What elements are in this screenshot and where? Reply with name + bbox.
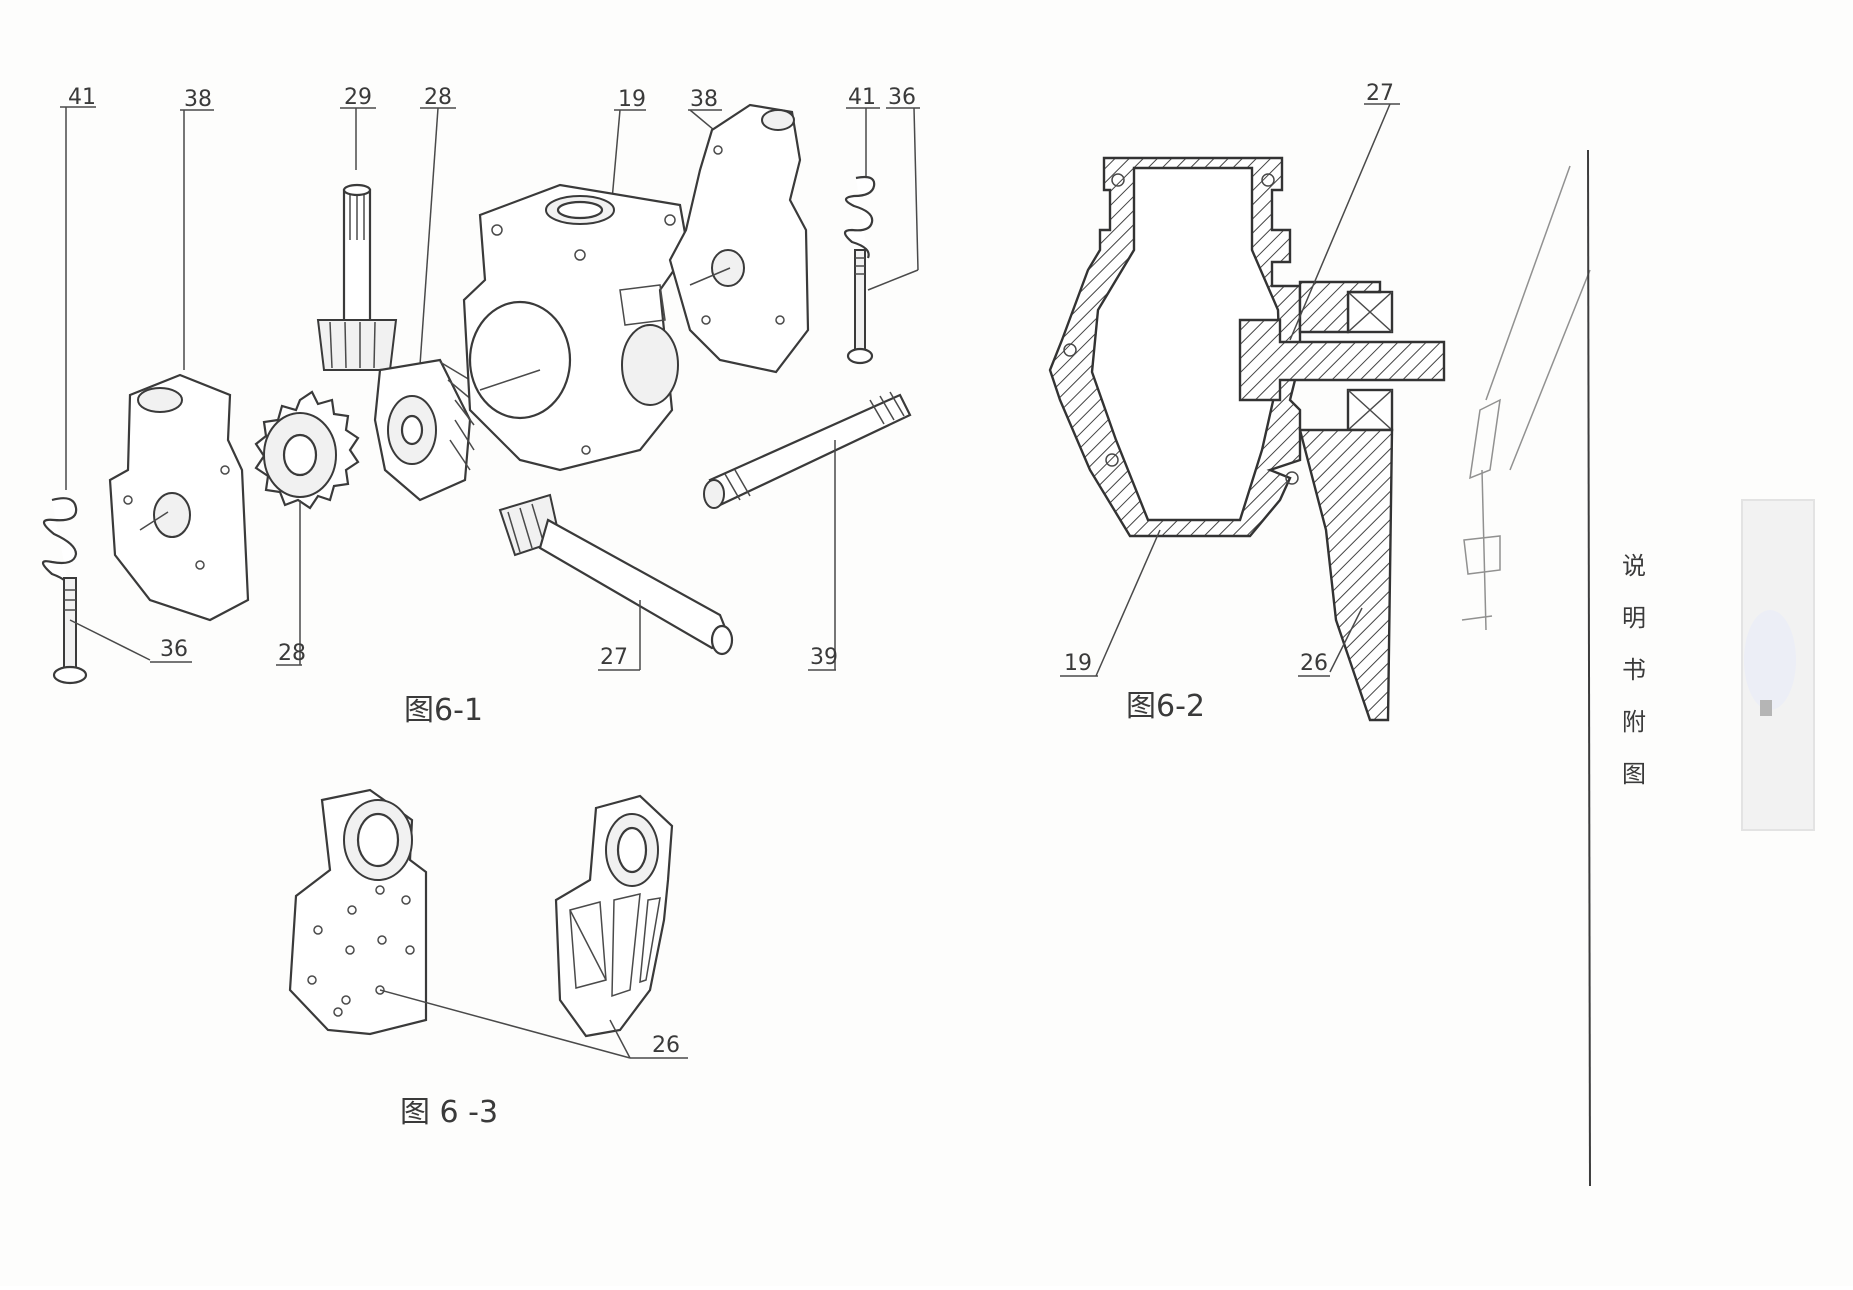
label-36-left: 36 <box>160 637 188 662</box>
label-41-left: 41 <box>68 85 96 110</box>
leader-26-fig2: 26 <box>1298 607 1363 677</box>
output-shaft-27 <box>498 493 734 656</box>
label-29: 29 <box>344 85 372 110</box>
leader-41-left: 41 <box>60 85 96 490</box>
leader-36-left: 36 <box>69 619 192 663</box>
label-41-right: 41 <box>848 85 876 110</box>
caption-fig-6-2: 图6-2 <box>1126 689 1205 724</box>
label-27-fig1: 27 <box>600 645 628 670</box>
bearing-cover-right <box>668 103 810 374</box>
leader-38-left: 38 <box>180 87 214 370</box>
pinion-shaft-29 <box>316 183 398 371</box>
figure-6-3: 26 图 6 -3 <box>288 788 688 1130</box>
caption-fig-6-3: 图 6 -3 <box>400 1095 498 1130</box>
blade-holder-frame <box>554 794 674 1038</box>
bearing-cover-left <box>108 373 250 622</box>
bevel-gear-28-upper <box>373 358 475 502</box>
side-title-char-3: 书 <box>1622 656 1646 684</box>
blade-holder-plate <box>288 788 428 1036</box>
shaft-section-27 <box>1238 280 1446 432</box>
label-38-right: 38 <box>690 87 718 112</box>
leader-27-fig2: 27 <box>1289 81 1400 341</box>
blade-section-26 <box>1298 428 1394 722</box>
label-38-left: 38 <box>184 87 212 112</box>
label-19-fig2: 19 <box>1064 651 1092 676</box>
housing-section-19 <box>1048 156 1302 538</box>
side-title-char-5: 图 <box>1622 760 1646 788</box>
figure-6-2: 27 19 26 图6-2 <box>1048 81 1446 724</box>
label-28-bottom: 28 <box>278 641 306 666</box>
margin-sketch <box>1461 165 1591 631</box>
gearbox-housing-19 <box>462 183 690 472</box>
leader-19-top: 19 <box>611 87 646 201</box>
label-39: 39 <box>810 645 838 670</box>
scan-binding-shadow <box>1741 499 1815 831</box>
leader-39: 39 <box>808 440 838 671</box>
label-28-top: 28 <box>424 85 452 110</box>
label-27-fig2: 27 <box>1366 81 1394 106</box>
leader-28-bottom: 28 <box>276 500 306 666</box>
leader-28-top: 28 <box>419 85 456 366</box>
label-26-fig3: 26 <box>652 1033 680 1058</box>
leader-41-right: 41 <box>846 85 880 180</box>
side-title-char-2: 明 <box>1622 604 1646 632</box>
figure-6-1: 41 36 38 <box>41 85 920 728</box>
leader-36-right: 36 <box>867 85 920 291</box>
binding-margin-line <box>1587 149 1591 1187</box>
caption-fig-6-1: 图6-1 <box>404 693 483 728</box>
side-title-char-1: 说 <box>1622 552 1646 580</box>
leader-27-fig1: 27 <box>598 600 641 671</box>
bolt-and-spring-right <box>843 175 876 365</box>
label-19-top: 19 <box>618 87 646 112</box>
side-title-char-4: 附 <box>1622 708 1646 736</box>
label-26-fig2: 26 <box>1300 651 1328 676</box>
label-36-right: 36 <box>888 85 916 110</box>
leader-19-fig2: 19 <box>1060 529 1161 677</box>
bolt-and-spring-left <box>41 497 88 685</box>
threaded-rod-39 <box>703 391 912 509</box>
leader-29: 29 <box>340 85 376 170</box>
side-title: 说 明 书 附 图 <box>1622 552 1646 788</box>
leader-26-fig3: 26 <box>379 989 688 1059</box>
spur-gear-28-left <box>254 390 360 510</box>
